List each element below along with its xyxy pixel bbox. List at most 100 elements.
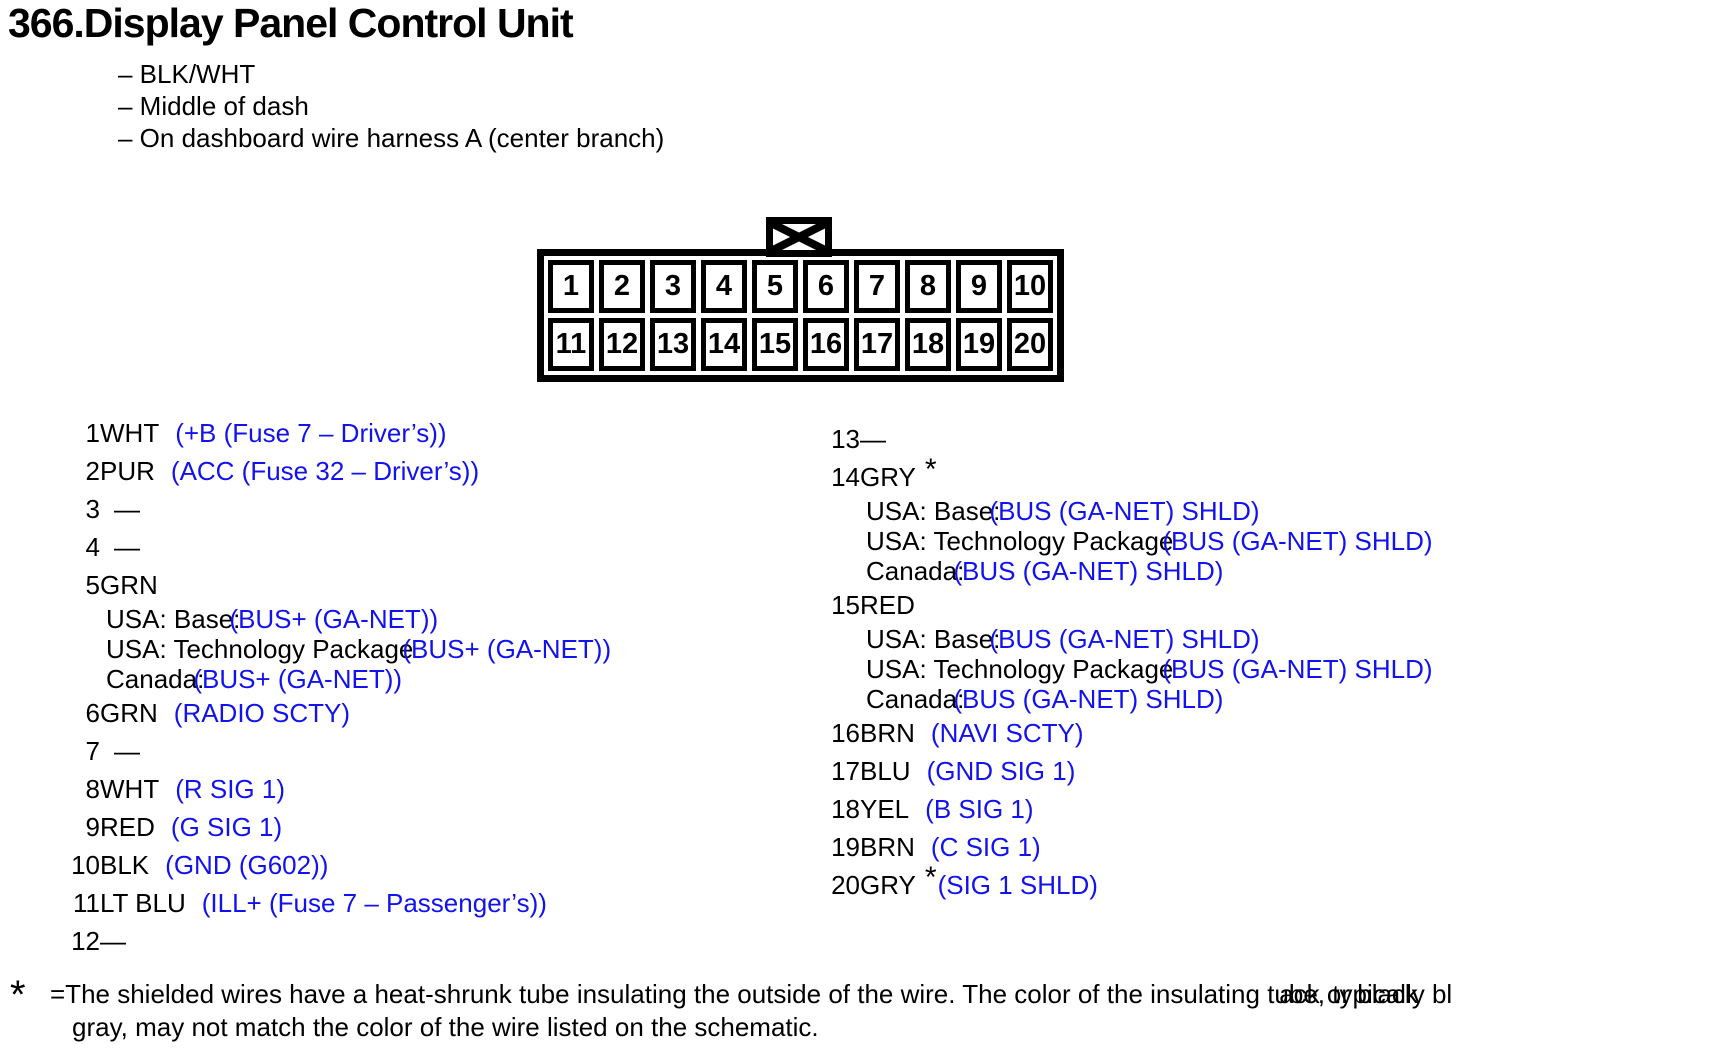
wire-color: PUR xyxy=(100,456,155,486)
footnote-text: =The shielded wires have a heat-shrunk t… xyxy=(50,978,1452,1044)
pin-function: (NAVI SCTY) xyxy=(930,718,1084,748)
pin-number: 14 xyxy=(831,462,860,492)
pin-variant-row: USA: Base:(BUS (GA-NET) SHLD) xyxy=(822,624,1433,654)
pin-row-12: 12— xyxy=(62,922,611,960)
pin-number: 2 xyxy=(85,456,100,486)
connector-pin-6: 6 xyxy=(803,260,849,313)
pin-number: 10 xyxy=(71,850,100,880)
variant-function: (BUS (GA-NET) SHLD) xyxy=(1162,654,1433,684)
connector-pin-12: 12 xyxy=(599,318,645,371)
variant-label: USA: Technology Package xyxy=(106,634,414,664)
pin-number: 16 xyxy=(831,718,860,748)
x-mark-icon xyxy=(773,224,825,250)
wire-color: WHT xyxy=(100,418,160,448)
variant-label: Canada: xyxy=(866,556,965,586)
pin-variant-row: Canada:(BUS+ (GA-NET)) xyxy=(62,664,611,694)
pin-number: 11 xyxy=(73,888,100,918)
wire-color: GRN xyxy=(100,698,158,728)
pin-function: (R SIG 1) xyxy=(175,774,285,804)
pin-variant-row: USA: Base:(BUS (GA-NET) SHLD) xyxy=(822,496,1433,526)
variant-function: (BUS+ (GA-NET)) xyxy=(402,634,612,664)
connector-key-tab xyxy=(766,217,832,257)
variant-label: USA: Base: xyxy=(866,496,1001,526)
header-note: – On dashboard wire harness A (center br… xyxy=(118,123,665,153)
variant-function: (BUS (GA-NET) SHLD) xyxy=(953,556,1224,586)
connector-pin-5: 5 xyxy=(752,260,798,313)
connector-pin-20: 20 xyxy=(1007,318,1053,371)
pin-number: 17 xyxy=(831,756,860,786)
pin-number: 20 xyxy=(831,870,860,900)
pin-number: 3 xyxy=(85,494,100,524)
header-notes: – BLK/WHT– Middle of dash– On dashboard … xyxy=(118,58,664,154)
wire-color: LT BLU xyxy=(100,888,186,918)
pin-number: 4 xyxy=(85,532,100,562)
pin-function: (+B (Fuse 7 – Driver’s)) xyxy=(175,418,447,448)
connector-pin-7: 7 xyxy=(854,260,900,313)
pin-function: (GND SIG 1) xyxy=(926,756,1076,786)
connector-pin-1: 1 xyxy=(548,260,594,313)
wire-color: WHT xyxy=(100,774,160,804)
pin-number: 7 xyxy=(85,736,100,766)
pin-function: (B SIG 1) xyxy=(925,794,1034,824)
variant-label: USA: Base: xyxy=(106,604,241,634)
wire-color: — xyxy=(100,926,126,956)
pin-function: (G SIG 1) xyxy=(170,812,283,842)
pin-variant-row: Canada:(BUS (GA-NET) SHLD) xyxy=(822,684,1433,714)
pin-variant-row: USA: Technology Package(BUS (GA-NET) SHL… xyxy=(822,654,1433,684)
connector-pin-19: 19 xyxy=(956,318,1002,371)
connector-pin-8: 8 xyxy=(905,260,951,313)
connector-pin-2: 2 xyxy=(599,260,645,313)
footnote-marker: * xyxy=(924,861,937,894)
pin-number: 1 xyxy=(85,418,100,448)
variant-function: (BUS (GA-NET) SHLD) xyxy=(989,496,1260,526)
pin-row-7: 7— xyxy=(62,732,611,770)
pin-number: 6 xyxy=(85,698,100,728)
pin-function: (ACC (Fuse 32 – Driver’s)) xyxy=(170,456,480,486)
wire-color: BLU xyxy=(860,756,911,786)
pin-row-3: 3— xyxy=(62,490,611,528)
pin-function: (ILL+ (Fuse 7 – Passenger’s)) xyxy=(201,888,547,918)
pin-number: 18 xyxy=(831,794,860,824)
footnote: * =The shielded wires have a heat-shrunk… xyxy=(10,975,1725,1044)
pin-function: (SIG 1 SHLD) xyxy=(937,870,1098,900)
footnote-line2: gray, may not match the color of the wir… xyxy=(72,1012,819,1042)
variant-function: (BUS+ (GA-NET)) xyxy=(229,604,439,634)
header-note: – Middle of dash xyxy=(118,91,309,121)
wire-color: YEL xyxy=(860,794,910,824)
variant-label: Canada: xyxy=(106,664,205,694)
variant-function: (BUS (GA-NET) SHLD) xyxy=(989,624,1260,654)
wire-color: BRN xyxy=(860,832,915,862)
wire-color: RED xyxy=(860,590,915,620)
header-note: – BLK/WHT xyxy=(118,59,256,89)
variant-function: (BUS (GA-NET) SHLD) xyxy=(953,684,1224,714)
wire-color: — xyxy=(114,494,140,524)
page-title: 366.Display Panel Control Unit xyxy=(8,0,574,46)
wire-color: BRN xyxy=(860,718,915,748)
wire-color: RED xyxy=(100,812,155,842)
variant-label: USA: Base: xyxy=(866,624,1001,654)
wire-color: GRN xyxy=(100,570,158,600)
pin-number: 12 xyxy=(71,926,100,956)
wire-color: — xyxy=(114,532,140,562)
footnote-line1: =The shielded wires have a heat-shrunk t… xyxy=(50,979,1453,1009)
connector-pin-4: 4 xyxy=(701,260,747,313)
pin-number: 13 xyxy=(831,424,860,454)
connector-pin-11: 11 xyxy=(548,318,594,371)
pin-function: (C SIG 1) xyxy=(930,832,1041,862)
pin-variant-row: USA: Base:(BUS+ (GA-NET)) xyxy=(62,604,611,634)
variant-function: (BUS (GA-NET) SHLD) xyxy=(1162,526,1433,556)
wire-color: GRY xyxy=(860,870,916,900)
